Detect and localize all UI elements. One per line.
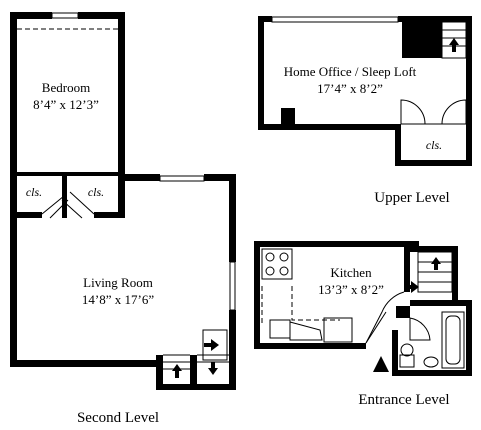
stair-down-arrow-icon-2	[208, 362, 218, 375]
closet-door-swing-left	[41, 195, 65, 215]
stair-down-arrow-icon	[404, 281, 419, 293]
bedroom-name: Bedroom	[42, 80, 90, 95]
bath-wall-right-top	[452, 300, 472, 306]
bath-door-swing	[409, 317, 431, 341]
bath-wall-right	[466, 306, 472, 376]
bedroom-wall-right	[118, 12, 125, 174]
fridge-icon	[323, 317, 353, 343]
loft-closet-wall-bottom	[395, 160, 472, 166]
kitchen-dims: 13’3” x 8’2”	[318, 282, 384, 297]
closet-right-side	[118, 174, 125, 218]
burner-4	[279, 266, 289, 276]
toilet-icon	[399, 343, 415, 368]
bath-column	[396, 306, 410, 318]
loft-wall-right	[466, 16, 472, 166]
living-window	[159, 175, 205, 182]
loft-closet-door-swing	[400, 99, 467, 125]
closet-divider	[62, 176, 67, 218]
stove-icon	[261, 248, 293, 280]
loft-closet-wall-left	[395, 124, 401, 166]
closet-left-label: cls.	[26, 185, 42, 199]
bath-wall-top	[410, 300, 458, 306]
loft-column	[281, 108, 295, 126]
office-dims: 17’4” x 8’2”	[317, 81, 383, 96]
upper-level-label: Upper Level	[374, 190, 449, 206]
closet-door-swing-right	[69, 191, 95, 215]
kitchen-wall-left	[254, 241, 260, 349]
kitchen-name: Kitchen	[330, 265, 372, 280]
sink-icon	[269, 319, 291, 339]
loft-wall-top-right	[398, 16, 472, 22]
loft-wall-left-top	[258, 16, 272, 22]
stair-down-arrow-icon	[204, 339, 219, 351]
entry-stair-right	[452, 246, 458, 306]
kitchen-door-swing	[365, 291, 405, 344]
stair-up-arrow-icon	[431, 257, 441, 270]
stair-box	[202, 329, 228, 361]
upper-level-plan: Home Office / Sleep Loft 17’4” x 8’2” cl…	[258, 16, 472, 206]
loft-stair-block	[402, 22, 442, 58]
stair-up-arrow-icon	[172, 364, 182, 378]
bath-wall-bottom	[392, 370, 472, 376]
bath-wall-left	[392, 330, 398, 376]
stair-divider	[190, 355, 197, 387]
entrance-level-plan: Kitchen 13’3” x 8’2” Entrance Level	[254, 241, 472, 408]
stair-up-arrow-icon	[449, 38, 459, 52]
kitchen-door	[365, 311, 387, 344]
burner-3	[265, 266, 275, 276]
closet-right-label: cls.	[88, 185, 104, 199]
loft-closet-label: cls.	[426, 138, 442, 152]
loft-stair-box	[441, 21, 467, 59]
living-window-right	[229, 261, 236, 311]
bath-sink-icon	[423, 356, 439, 368]
counter-front	[289, 321, 323, 341]
living-wall-left	[10, 216, 17, 366]
burner-1	[265, 252, 275, 262]
living-wall-right-bottom	[229, 310, 236, 390]
living-room-name: Living Room	[83, 275, 153, 290]
burner-2	[279, 252, 289, 262]
bedroom-wall-left	[10, 12, 17, 217]
living-wall-top-left	[118, 174, 160, 181]
kitchen-wall-right-top	[404, 246, 410, 292]
living-room-dims: 14’8” x 17’6”	[82, 292, 154, 307]
living-wall-top-right	[204, 174, 236, 181]
closet-wall-bottom-right	[94, 212, 125, 218]
closet-door-swing-center	[49, 199, 83, 219]
bedroom-wall-top-left	[10, 12, 52, 19]
bedroom-wall-top-right	[78, 12, 125, 19]
entrance-level-label: Entrance Level	[358, 392, 449, 408]
bathtub-icon	[441, 311, 465, 369]
entry-stair-top	[410, 246, 458, 252]
kitchen-wall-top	[254, 241, 419, 247]
office-name: Home Office / Sleep Loft	[284, 64, 417, 79]
living-wall-bottom-left	[10, 360, 162, 367]
bedroom-window	[51, 12, 79, 19]
second-level-plan: Bedroom 8’4” x 12’3” cls. cls. Living Ro…	[10, 12, 236, 426]
closet-wall-bottom-left	[10, 212, 42, 218]
closet-wall-top	[10, 172, 125, 176]
loft-skylight	[271, 16, 399, 23]
kitchen-wall-bottom	[254, 343, 366, 349]
loft-wall-left	[258, 16, 264, 130]
bedroom-dims: 8’4” x 12’3”	[33, 97, 99, 112]
loft-wall-bottom	[258, 124, 395, 130]
second-level-label: Second Level	[77, 410, 159, 426]
living-wall-right-top	[229, 174, 236, 262]
stair-enclosure-left	[156, 355, 163, 390]
entry-triangle-icon	[373, 356, 389, 372]
